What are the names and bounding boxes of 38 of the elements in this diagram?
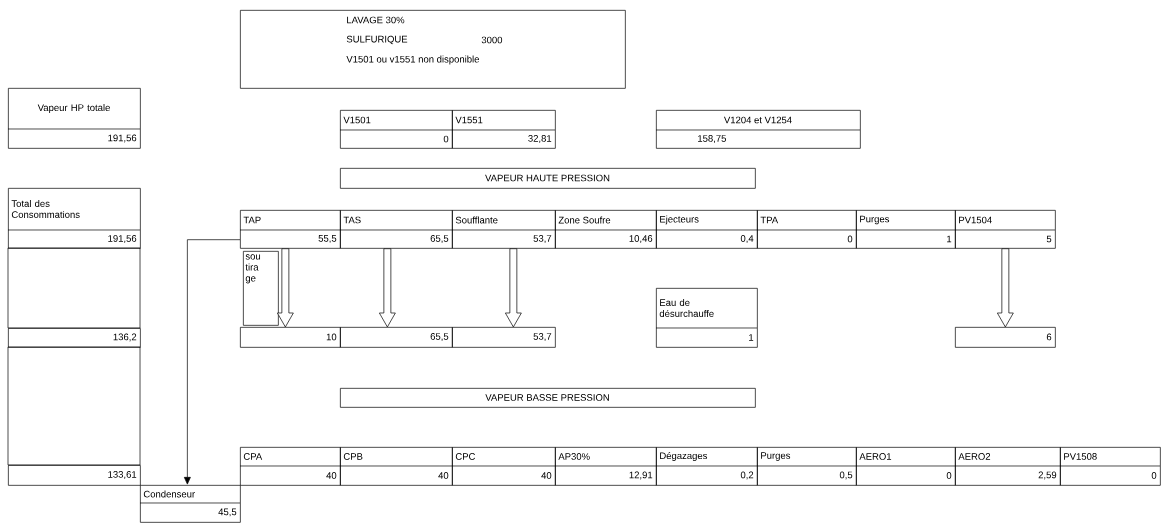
table-cell: TAS 65,5	[339, 210, 453, 249]
table-cell: 65,5	[340, 327, 453, 348]
text-box: sou tira ge	[243, 251, 279, 326]
table-cell: CPB 40	[339, 446, 453, 486]
table-cell: V1551 32,81	[451, 110, 556, 149]
section-banner: VAPEUR BASSE PRESSION	[340, 387, 756, 408]
table-cell: Soufflante 53,7	[451, 210, 556, 249]
table-cell: 53,7	[452, 327, 556, 348]
block-arrow	[277, 248, 294, 328]
table-cell: Dégazages 0,2	[655, 446, 758, 486]
table-cell: 6	[955, 327, 1056, 348]
table-cell: AERO1 0	[855, 446, 956, 486]
table-cell: Condenseur 45,5	[139, 485, 241, 523]
table-cell: TPA 0	[756, 210, 857, 249]
table-cell: PV1508 0	[1059, 446, 1161, 486]
table-cell: Purges 0,5	[756, 446, 857, 486]
table-cell: Purges 1	[855, 210, 956, 249]
table-cell: PV1504 5	[954, 210, 1056, 249]
block-arrow	[505, 248, 522, 328]
block-arrow	[379, 248, 396, 328]
table-cell: Zone Soufre 10,46	[554, 210, 657, 249]
table-cell: AP30% 12,91	[554, 446, 657, 486]
table-cell: Vapeur HP totale 191,56	[7, 88, 141, 149]
note-box: LAVAGE 30% SULFURIQUE 3000 V1501 ou v1551 non disponible	[240, 10, 626, 89]
table-cell: Eau de désurchauffe 1	[655, 288, 758, 348]
table-cell: AERO2 2,59	[954, 446, 1061, 486]
table-cell: V1501 0	[339, 110, 453, 149]
arrow	[183, 239, 241, 485]
table-cell: CPC 40	[451, 446, 556, 486]
section-banner: VAPEUR HAUTE PRESSION	[340, 168, 756, 189]
table-cell: 136,2	[8, 328, 141, 348]
table-cell: Total des Consommations 191,56	[7, 188, 141, 249]
table-cell: Ejecteurs 0,4	[655, 210, 758, 249]
table-cell: 10	[240, 327, 341, 348]
table-cell: 133,61	[8, 465, 141, 486]
block-arrow	[997, 248, 1014, 328]
table-cell: CPA 40	[239, 446, 341, 486]
table-cell: V1204 et V1254 158,75	[655, 110, 861, 149]
